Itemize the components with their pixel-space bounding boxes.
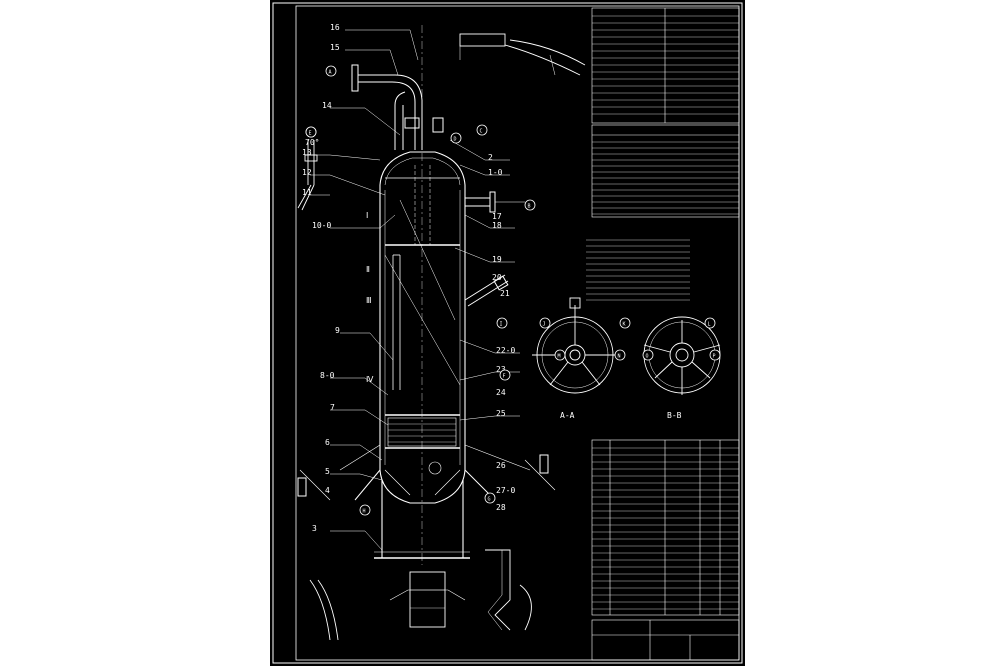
circle-marker (642, 349, 654, 361)
circle-marker-label: B (528, 204, 531, 210)
circle-marker-label: K (623, 322, 626, 328)
circle-marker-label: P (713, 354, 716, 360)
part-callout: 14 (322, 101, 332, 110)
side-label-1: Ⅰ (366, 211, 368, 220)
part-callout: 24 (496, 388, 506, 397)
section-view-a (532, 297, 618, 394)
circle-marker (539, 317, 551, 329)
part-callout: 2 (488, 153, 493, 162)
side-label-3: Ⅲ (366, 296, 372, 305)
leader-lines-left (310, 29, 419, 551)
circle-marker (359, 504, 371, 516)
circle-marker (619, 317, 631, 329)
leader-lines-right (449, 139, 520, 421)
circle-marker-label: E (309, 131, 312, 137)
circle-marker (499, 369, 511, 381)
circle-marker (476, 124, 488, 136)
circle-marker (325, 65, 337, 77)
circle-marker-label: O (646, 354, 649, 360)
part-callout: 16 (330, 23, 340, 32)
part-callout: 22-0 (496, 346, 515, 355)
circle-marker-label: F (503, 374, 506, 380)
part-callout: 5 (325, 467, 330, 476)
side-nozzles (297, 191, 556, 501)
part-callout: 15 (330, 43, 340, 52)
circle-marker-label: M (558, 354, 561, 360)
circle-marker (496, 317, 508, 329)
part-callout: 26 (496, 461, 506, 470)
nozzle-table (591, 124, 740, 218)
part-callout: 17 (492, 212, 502, 221)
part-callout: 6 (325, 438, 330, 447)
circle-marker (484, 492, 496, 504)
circle-marker-label: A (329, 70, 332, 76)
detail-nozzle-top (459, 33, 586, 76)
circle-marker (709, 349, 721, 361)
top-inlet-pipe (351, 64, 444, 150)
side-label-4: Ⅳ (366, 375, 374, 384)
parts-list-table (591, 439, 740, 616)
section-view-b (643, 316, 721, 395)
part-callout: 18 (492, 221, 502, 230)
section-mark-b: B-B (667, 411, 682, 420)
circle-marker (554, 349, 566, 361)
outer-border (272, 2, 743, 664)
side-label-2: Ⅱ (366, 265, 370, 274)
part-callout: 12 (302, 168, 312, 177)
part-callout: 7 (330, 403, 335, 412)
circle-marker (305, 126, 317, 138)
section-mark-a: A-A (560, 411, 575, 420)
circle-marker-label: J (543, 322, 546, 328)
part-callout: 11 (302, 188, 312, 197)
circle-marker-label: D (454, 137, 457, 143)
part-callout: 23 (496, 365, 506, 374)
circle-markers: A B C D E F G H I J K L M N O P (305, 65, 721, 516)
part-callout: 27-0 (496, 486, 515, 495)
circle-marker-label: G (488, 497, 491, 503)
bottom-details (309, 549, 532, 641)
part-callout: 3 (312, 524, 317, 533)
dimension-note: 70° (305, 138, 319, 147)
circle-marker (524, 199, 536, 211)
circle-marker-label: L (708, 322, 711, 328)
part-callout: 8-0 (320, 371, 335, 380)
part-callout: 13 (302, 148, 312, 157)
circle-marker-label: H (363, 509, 366, 515)
part-callout: 28 (496, 503, 506, 512)
part-callout: 25 (496, 409, 506, 418)
title-block (591, 619, 740, 661)
circle-marker (704, 317, 716, 329)
part-callout: 21 (500, 289, 510, 298)
design-data-table (591, 7, 740, 124)
circle-marker-label: N (618, 354, 621, 360)
part-callout: 9 (335, 326, 340, 335)
circle-marker (614, 349, 626, 361)
circle-marker-label: I (500, 322, 503, 328)
part-callout: 19 (492, 255, 502, 264)
circle-marker-label: C (480, 129, 483, 135)
part-callout: 10-0 (312, 221, 331, 230)
part-callout: 20 (492, 273, 502, 282)
part-callout: 4 (325, 486, 330, 495)
part-callout: 1-0 (488, 168, 503, 177)
vessel-body (374, 25, 470, 565)
inner-border (295, 5, 740, 661)
circle-marker (450, 132, 462, 144)
table-row-lines (586, 15, 739, 610)
